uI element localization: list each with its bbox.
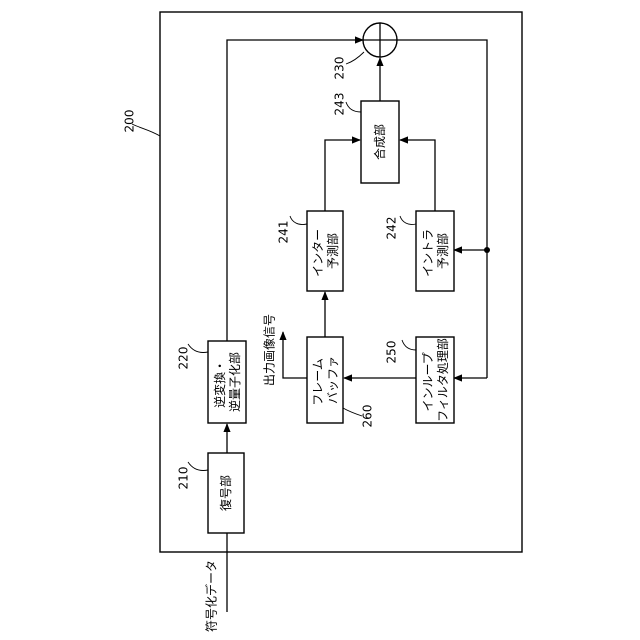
- inter-prediction-ref: 241: [277, 221, 291, 244]
- decoder-label: 復号部: [218, 475, 233, 511]
- arrow-inter-to-combiner: [325, 140, 360, 211]
- adder: [363, 23, 397, 57]
- frame-buffer-ref: 260: [361, 405, 375, 428]
- loop-filter-ref: 250: [385, 341, 399, 364]
- input-label: 符号化データ: [204, 560, 219, 632]
- output-arrow: [283, 332, 307, 378]
- junction-dot: [484, 247, 490, 253]
- loop-filter-label: インループ フィルタ処理部: [421, 338, 450, 422]
- adder-ref: 230: [333, 57, 347, 80]
- output-label: 出力画像信号: [263, 314, 277, 386]
- arrow-inverse-to-adder: [227, 40, 363, 341]
- combiner-ref: 243: [333, 93, 347, 116]
- decoder-ref: 210: [177, 467, 191, 490]
- combiner-label: 合成部: [372, 124, 387, 160]
- outer-ref: 200: [123, 110, 137, 133]
- adder-output-rail: [397, 40, 487, 378]
- inverse-transform-ref: 220: [177, 347, 191, 370]
- frame-buffer-label: フレーム バッファ: [311, 354, 340, 405]
- intra-prediction-ref: 242: [385, 217, 399, 240]
- arrow-intra-to-combiner: [400, 140, 435, 211]
